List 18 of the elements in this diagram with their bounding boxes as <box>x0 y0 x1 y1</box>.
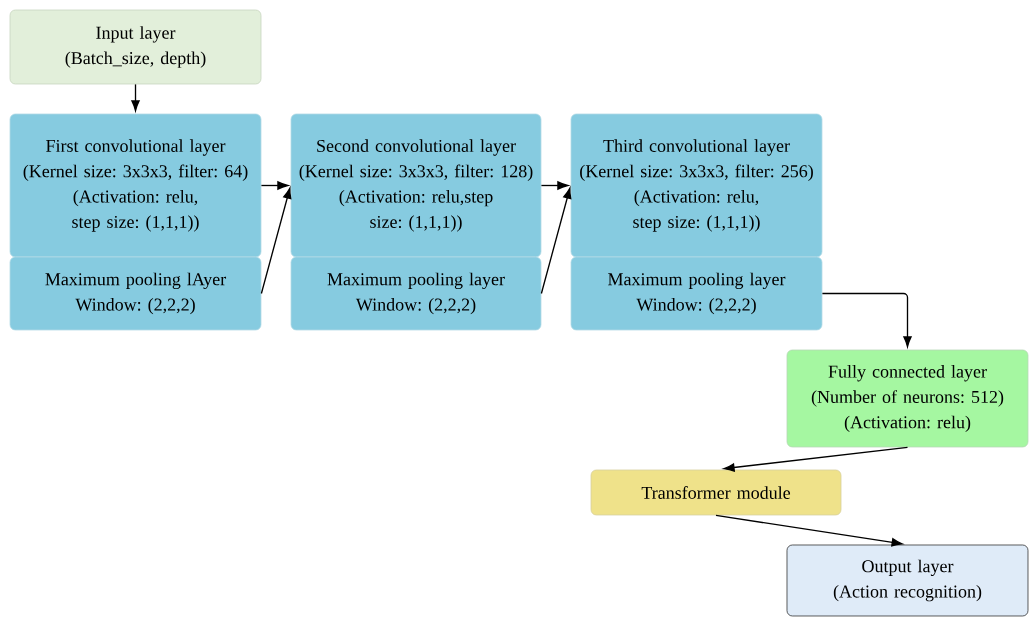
layer-box: Input layer (Batch_size, depth) <box>9 9 262 85</box>
layer-box: Maximum pooling layer Window: (2,2,2) <box>290 256 542 331</box>
layer-box: Third convolutional layer (Kernel size: 3x3x3, filter: 256) (Activation: relu, step size: (1,1,1)) <box>570 113 823 258</box>
layer-box: Fully connected layer (Number of neurons: 512) (Activation: relu) <box>786 349 1029 448</box>
layer-box: Maximum pooling layer Window: (2,2,2) <box>570 256 823 331</box>
layer-box: First convolutional layer (Kernel size: 3x3x3, filter: 64) (Activation: relu, step size: (1,1,1)) <box>9 113 262 258</box>
layer-box: Output layer (Action recognition) <box>786 544 1029 617</box>
arrow <box>131 83 140 112</box>
arrow <box>723 446 909 472</box>
arrow <box>821 292 912 348</box>
layer-box: Maximum pooling lAyer Window: (2,2,2) <box>9 256 262 331</box>
arrow <box>540 181 569 190</box>
layer-box: Second convolutional layer (Kernel size: 3x3x3, filter: 128) (Activation: relu,step size: (1,1,1)) <box>290 113 542 258</box>
arrow <box>540 187 572 295</box>
module-box: Transformer module <box>590 469 842 516</box>
arrow <box>260 181 289 190</box>
arrow <box>715 514 903 547</box>
arrow <box>260 187 292 295</box>
